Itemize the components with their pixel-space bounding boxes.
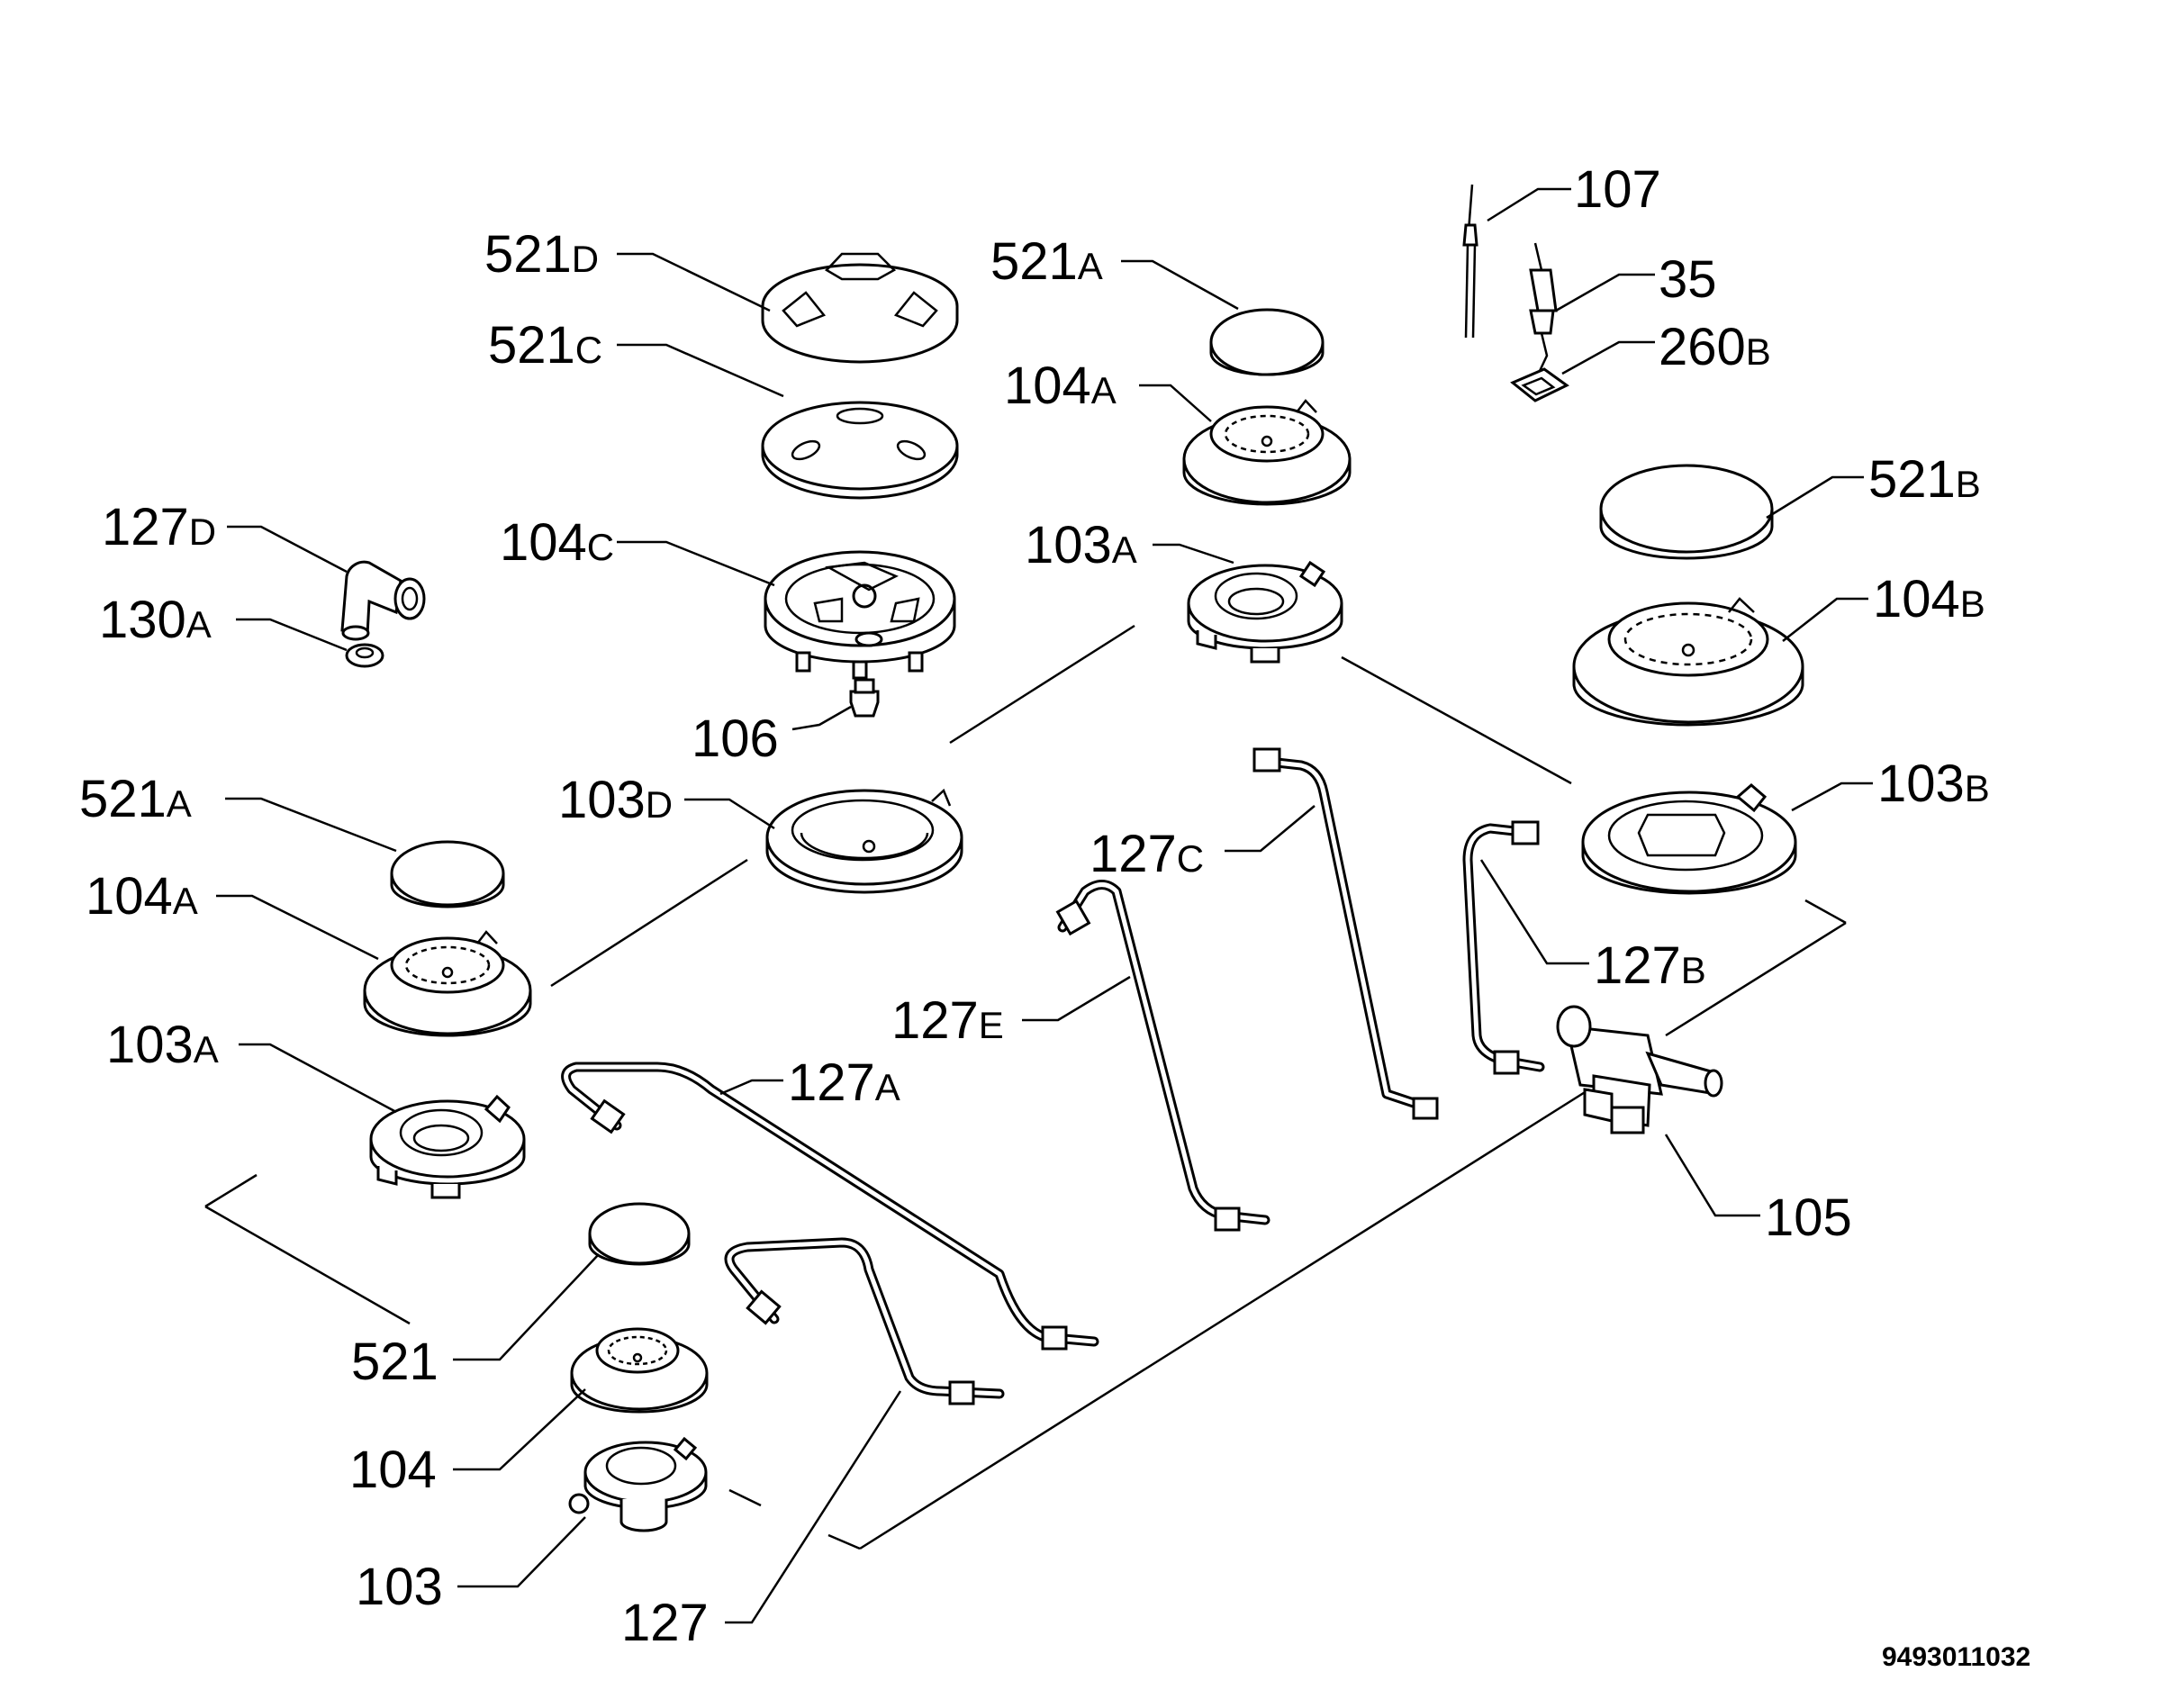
burner-crown-104a-left: [363, 930, 532, 1037]
label-130a: 130A: [99, 591, 212, 649]
burner-cup-103d: [765, 788, 963, 894]
label-103a-left: 103A: [106, 1016, 219, 1074]
label-104a-left: 104A: [86, 867, 198, 926]
label-521a-top: 521A: [990, 232, 1103, 291]
label-127c: 127C: [1090, 825, 1204, 883]
gas-pipe-127: [724, 1237, 1005, 1405]
label-521c: 521C: [488, 316, 602, 375]
label-106: 106: [692, 709, 779, 768]
elbow-fitting-127d: [340, 560, 426, 641]
label-104c: 104C: [500, 513, 614, 572]
label-105: 105: [1765, 1188, 1852, 1247]
burner-cap-521a-top: [1209, 308, 1325, 376]
gas-pipe-127c: [1252, 747, 1439, 1120]
burner-base-104c: [764, 550, 956, 680]
label-521a-left: 521A: [79, 770, 192, 828]
part-labels: 521D 521C 104C 106 103D 127D 130A 521A 1…: [79, 160, 1990, 1652]
burner-cup-103a-top: [1187, 560, 1343, 664]
burner-cap-521a-left: [390, 840, 505, 908]
injector-106: [849, 678, 880, 718]
spark-electrode-35: [1529, 242, 1558, 372]
label-104b: 104B: [1873, 570, 1985, 628]
label-103b: 103B: [1877, 755, 1990, 813]
label-521d: 521D: [484, 225, 599, 284]
gas-pipe-127b: [1462, 820, 1545, 1075]
label-127e: 127E: [891, 991, 1004, 1050]
label-104: 104: [349, 1441, 437, 1499]
thermocouple-107: [1462, 184, 1478, 339]
leader-lines: [216, 187, 1873, 1624]
label-521b: 521B: [1868, 450, 1981, 509]
burner-cap-521: [588, 1202, 691, 1266]
burner-crown-104: [570, 1327, 709, 1414]
burner-crown-521c: [761, 401, 959, 500]
burner-cup-103a-left: [369, 1094, 526, 1199]
label-103a-top: 103A: [1025, 516, 1137, 574]
gas-valve-105: [1556, 1005, 1723, 1134]
assembly-guide-lines: [204, 624, 1847, 1550]
label-103d: 103D: [558, 771, 673, 829]
label-521: 521: [351, 1333, 439, 1391]
label-103: 103: [356, 1558, 443, 1616]
burner-crown-104b: [1572, 597, 1804, 727]
burner-cap-521b: [1599, 464, 1774, 560]
label-104a-top: 104A: [1004, 357, 1117, 415]
label-127: 127: [621, 1594, 709, 1652]
burner-cup-103b: [1581, 783, 1797, 895]
gas-pipe-127e: [1055, 880, 1270, 1232]
gas-pipe-127a: [561, 1062, 1099, 1351]
label-127a: 127A: [788, 1053, 900, 1112]
label-35: 35: [1659, 250, 1717, 309]
label-260b: 260B: [1659, 318, 1771, 376]
label-127b: 127B: [1594, 936, 1706, 995]
label-127d: 127D: [102, 498, 216, 556]
burner-cap-521d: [761, 252, 959, 364]
drawing-code: 9493011032: [1882, 1642, 2030, 1672]
seal-washer-130a: [345, 643, 384, 668]
burner-crown-104a-top: [1182, 399, 1352, 506]
electrode-clip-260b: [1510, 367, 1569, 402]
burner-cup-103: [568, 1436, 708, 1532]
label-107: 107: [1574, 160, 1661, 219]
